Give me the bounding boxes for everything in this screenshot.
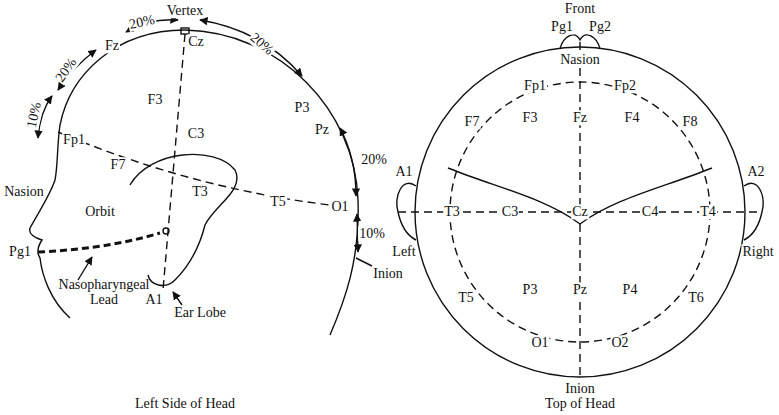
electrode-label: C3 bbox=[501, 204, 519, 219]
electrode-label: T5 bbox=[269, 194, 287, 209]
electrode-label: Fp1 bbox=[523, 78, 547, 93]
electrode-label: T3 bbox=[443, 204, 461, 219]
electrode-label: O2 bbox=[610, 335, 629, 350]
percent-label: 10% bbox=[358, 226, 386, 241]
electrode-label: F7 bbox=[464, 114, 481, 129]
electrode-label: F3 bbox=[147, 92, 164, 107]
electrode-label: O1 bbox=[530, 335, 549, 350]
landmark-label: Nasion bbox=[3, 184, 45, 199]
electrode-label: Cz bbox=[187, 34, 205, 49]
electrode-label: Fz bbox=[104, 38, 120, 53]
coronal-line bbox=[163, 34, 185, 290]
landmark-label: Inion bbox=[564, 381, 596, 396]
landmark-label: Orbit bbox=[84, 204, 116, 219]
electrode-label: T5 bbox=[457, 290, 475, 305]
lead-tip bbox=[163, 228, 169, 234]
percent-label: 20% bbox=[127, 12, 157, 33]
electrode-label: Pz bbox=[314, 122, 330, 137]
nasopharyngeal-lead bbox=[38, 233, 160, 252]
electrode-label: F7 bbox=[110, 157, 127, 172]
electrode-label: Cz bbox=[571, 204, 589, 219]
landmark-label: Front bbox=[564, 1, 596, 16]
electrode-label: A1 bbox=[144, 292, 163, 307]
lead-label: Nasopharyngeal Lead bbox=[50, 277, 158, 308]
landmark-label: Inion bbox=[372, 266, 404, 281]
coronal-curve bbox=[448, 168, 712, 224]
electrode-label: Pg1 bbox=[8, 244, 32, 259]
electrode-label: P3 bbox=[294, 100, 311, 115]
side-label: Left bbox=[391, 244, 416, 259]
landmark-label: Nasion bbox=[559, 52, 601, 67]
electrode-label: Fp1 bbox=[62, 132, 86, 147]
electrode-label: A1 bbox=[394, 164, 413, 179]
percent-label: 10% bbox=[24, 100, 45, 130]
electrode-label: T6 bbox=[687, 290, 705, 305]
electrode-label: C4 bbox=[641, 204, 659, 219]
electrode-label: A2 bbox=[746, 164, 765, 179]
ear-outline bbox=[130, 154, 237, 285]
electrode-label: T4 bbox=[699, 204, 717, 219]
electrode-label: F3 bbox=[522, 110, 539, 125]
electrode-label: F4 bbox=[624, 110, 641, 125]
head-profile bbox=[30, 30, 359, 335]
electrode-label: Pg2 bbox=[588, 19, 612, 34]
percent-label: 20% bbox=[360, 152, 388, 167]
caption: Top of Head bbox=[544, 396, 616, 411]
electrode-label: Pg1 bbox=[550, 19, 574, 34]
electrode-label: P3 bbox=[522, 282, 539, 297]
electrode-label: C3 bbox=[187, 126, 205, 141]
percent-label: 20% bbox=[52, 54, 80, 85]
lead-pointer bbox=[78, 257, 92, 280]
percent-arrow bbox=[340, 128, 356, 196]
vertex-marker bbox=[181, 28, 189, 34]
electrode-label: Fz bbox=[572, 110, 588, 125]
electrode-label: F8 bbox=[682, 114, 699, 129]
electrode-label: Pz bbox=[572, 282, 588, 297]
inion-bump bbox=[356, 258, 372, 266]
caption: Left Side of Head bbox=[134, 396, 236, 411]
landmark-label: Ear Lobe bbox=[173, 305, 227, 320]
electrode-label: P4 bbox=[622, 282, 639, 297]
landmark-label: Vertex bbox=[166, 3, 205, 18]
electrode-label: T3 bbox=[191, 184, 209, 199]
percent-label: 20% bbox=[246, 29, 277, 59]
electrode-label: O1 bbox=[330, 199, 349, 214]
sagittal-line bbox=[58, 132, 348, 207]
earlobe-pointer bbox=[173, 292, 182, 305]
percent-arrow bbox=[200, 20, 302, 76]
side-label: Right bbox=[741, 244, 774, 259]
electrode-label: Fp2 bbox=[613, 78, 637, 93]
